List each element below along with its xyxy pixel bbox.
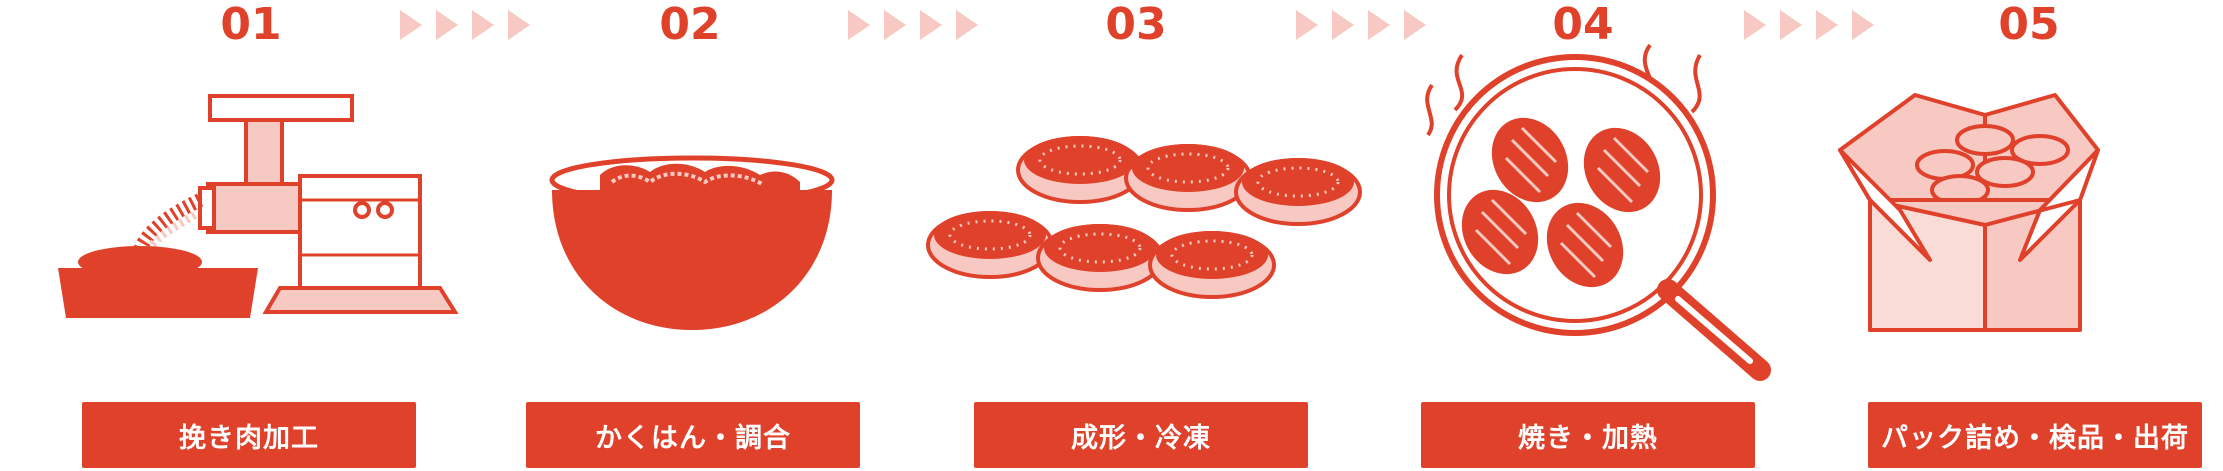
- formed-patties-icon: [926, 136, 1362, 299]
- step-label-1: 挽き肉加工: [82, 402, 416, 468]
- shipping-box-icon: [1838, 93, 2100, 332]
- flow-arrows-icon: [848, 10, 978, 40]
- step-number-5: 05: [1998, 0, 2060, 50]
- step-number-2: 02: [659, 0, 721, 50]
- mixing-bowl-icon: [549, 155, 835, 330]
- frying-pan-icon: [1425, 43, 1771, 381]
- step-label-5: パック詰め・検品・出荷: [1868, 402, 2202, 468]
- flow-arrows-icon: [400, 10, 530, 40]
- illustrations: [58, 43, 2100, 381]
- step-number-3: 03: [1105, 0, 1167, 50]
- flow-arrows-icon: [1296, 10, 1426, 40]
- flow-arrows-icon: [1744, 10, 1874, 40]
- step-label-2: かくはん・調合: [526, 402, 860, 468]
- meat-grinder-icon: [58, 94, 459, 318]
- step-label-4: 焼き・加熱: [1421, 402, 1755, 468]
- step-number-1: 01: [220, 0, 282, 50]
- step-number-4: 04: [1552, 0, 1614, 50]
- step-label-3: 成形・冷凍: [974, 402, 1308, 468]
